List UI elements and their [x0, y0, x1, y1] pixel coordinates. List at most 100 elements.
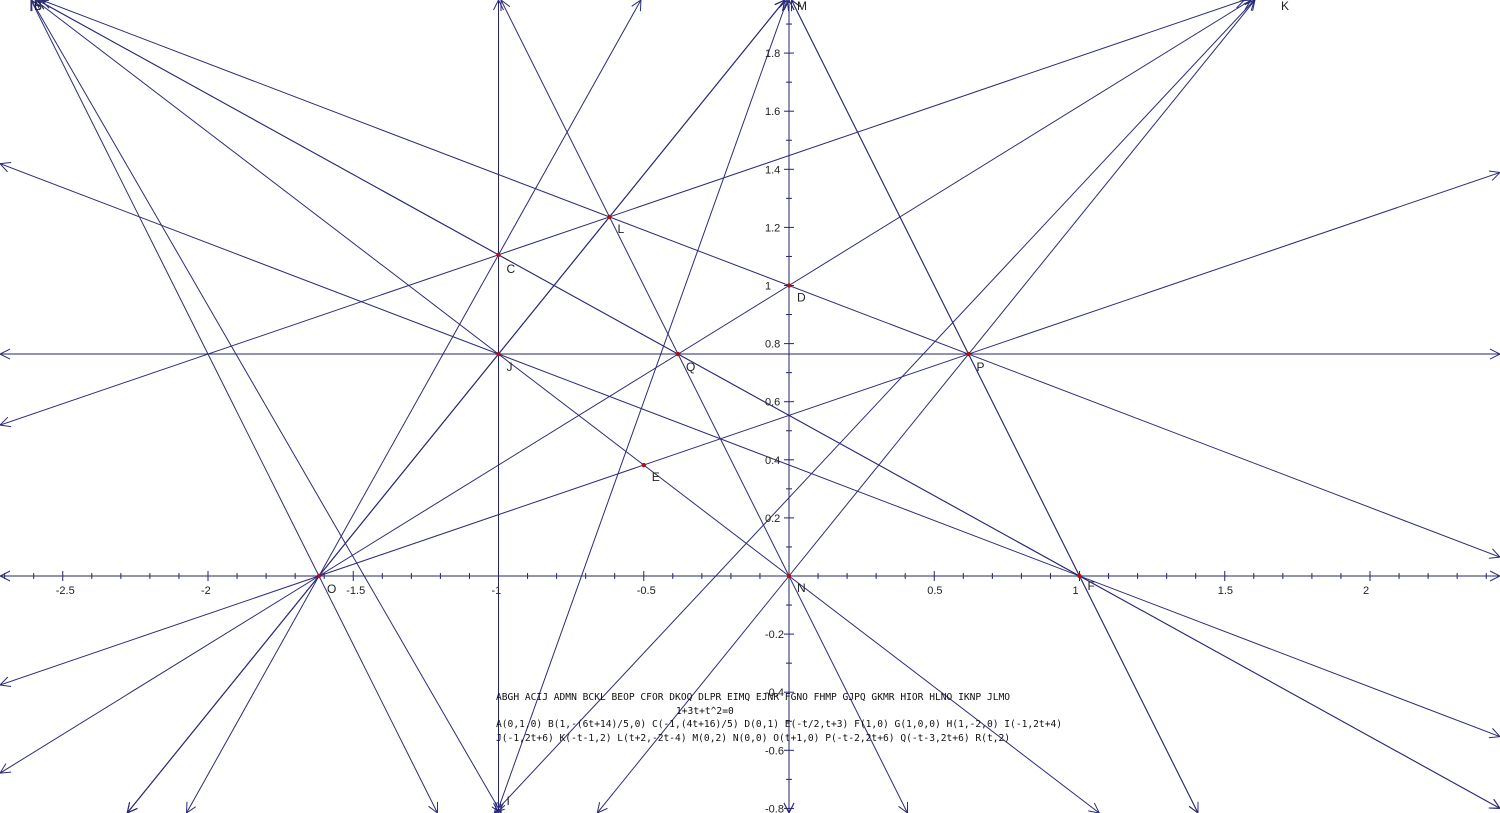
- line-be-arrow-start: [34, 0, 47, 11]
- point-k-label: K: [1281, 0, 1289, 13]
- point-p-label: P: [977, 360, 985, 374]
- line-nk-arrow-end: [1244, 0, 1256, 12]
- line-od: [0, 0, 1252, 774]
- x-tick-label: 1.5: [1218, 585, 1233, 597]
- y-tick-label: 0.8: [765, 339, 780, 351]
- line-op: [0, 171, 1500, 686]
- y-tick-label: -0.8: [765, 803, 784, 813]
- x-tick-label: -1: [492, 585, 502, 597]
- x-axis-arrow-end: [1489, 570, 1500, 582]
- line-bq-2-arrow-end: [1488, 798, 1500, 809]
- line-oc-arrow-end: [631, 0, 642, 12]
- line-jm: [126, 0, 786, 813]
- line-oc: [186, 0, 642, 813]
- line-bi: [30, 0, 502, 813]
- line-be-arrow-end: [1088, 802, 1100, 813]
- line-nk: [596, 0, 1256, 813]
- point-c-label: C: [507, 262, 516, 276]
- line-bi-arrow-start: [30, 0, 41, 12]
- y-tick-label: 1: [765, 281, 771, 293]
- line-jf-arrow-start: [0, 162, 12, 173]
- y-axis-arrow-end: [783, 802, 795, 813]
- line-bo-arrow-end: [428, 801, 438, 813]
- vertical-line-ci-arrow-end: [493, 802, 504, 813]
- point-n-marker: [786, 573, 792, 579]
- point-b-label: B: [34, 0, 42, 13]
- y-axis-arrow-start: [783, 0, 795, 11]
- line-im-arrow-end: [778, 0, 790, 12]
- x-axis-arrow-start: [0, 570, 11, 582]
- line-oc-arrow-start: [185, 801, 197, 813]
- line-od-arrow-start: [0, 763, 12, 774]
- line-ik-arrow-start: [493, 802, 505, 813]
- y-tick-label: 0.2: [765, 513, 780, 525]
- point-l-marker: [607, 214, 612, 220]
- line-pf-arrow-start: [791, 0, 801, 12]
- line-bo-arrow-start: [30, 0, 41, 12]
- line-jm-arrow-start: [126, 801, 138, 813]
- x-tick-label: -0.5: [637, 585, 656, 597]
- line-pf-arrow-end: [1188, 801, 1199, 813]
- y-tick-label: 1.8: [765, 48, 780, 60]
- horizontal-line-jp-arrow-start: [0, 348, 11, 360]
- point-j-marker: [496, 351, 501, 357]
- line-bq-2: [37, 0, 1500, 809]
- line-nl: [500, 0, 908, 813]
- point-d-marker: [786, 283, 792, 288]
- line-ik: [493, 0, 1255, 813]
- caption-line-equation: 1+3t+t^2=0: [676, 706, 734, 717]
- line-bl-arrow-end: [1488, 548, 1500, 559]
- point-d-label: D: [797, 291, 806, 305]
- line-nl-arrow-start: [898, 801, 908, 813]
- point-q-label: Q: [686, 360, 695, 374]
- y-tick-label: 0.4: [765, 455, 780, 467]
- horizontal-line-jp-arrow-end: [1489, 348, 1500, 360]
- line-be: [34, 0, 1100, 813]
- point-o-marker: [316, 573, 322, 579]
- configuration-caption: ABGH ACIJ ADMN BCKL BEOP CFOR DKOQ DLPR …: [496, 692, 1062, 744]
- line-jf-arrow-end: [1488, 728, 1500, 739]
- point-p-marker: [966, 351, 971, 357]
- caption-line-incidences: ABGH ACIJ ADMN BCKL BEOP CFOR DKOQ DLPR …: [496, 692, 1010, 703]
- line-bo: [30, 0, 438, 813]
- line-bq-2-arrow-start: [36, 0, 49, 10]
- x-tick-label: -2.5: [56, 585, 75, 597]
- point-c-marker: [496, 252, 501, 258]
- line-jf: [0, 163, 1500, 738]
- point-n-label: N: [797, 581, 806, 595]
- x-tick-label: 1: [1073, 585, 1079, 597]
- point-e-marker: [641, 462, 646, 468]
- line-ck: [0, 0, 1245, 426]
- point-e-label: E: [652, 470, 660, 484]
- line-ck-arrow-start: [0, 416, 12, 428]
- x-tick-label: 0.5: [927, 585, 942, 597]
- line-ck-arrow-end: [1236, 0, 1246, 9]
- x-tick-label: -1.5: [346, 585, 365, 597]
- point-l-label: L: [617, 222, 624, 236]
- y-tick-label: 0.6: [765, 397, 780, 409]
- point-f-marker: [1077, 573, 1082, 579]
- line-ik-arrow-end: [1243, 0, 1255, 11]
- point-o-label: O: [327, 582, 336, 596]
- y-tick-label: -0.6: [765, 745, 784, 757]
- line-op-arrow-start: [0, 676, 12, 687]
- y-tick-label: -0.4: [765, 687, 784, 699]
- y-tick-label: 1.2: [765, 222, 780, 234]
- line-nl-arrow-end: [500, 0, 511, 12]
- point-j-label: J: [507, 360, 513, 374]
- point-f-label: F: [1088, 579, 1095, 593]
- x-tick-label: 2: [1363, 585, 1369, 597]
- caption-line-coordinates-2: J(-1,2t+6) K(-t-1,2) L(t+2,-2t-4) M(0,2)…: [496, 733, 1010, 744]
- y-tick-label: 1.4: [765, 164, 780, 176]
- line-pf: [791, 0, 1199, 813]
- vertical-line-ci-arrow-start: [493, 0, 504, 11]
- x-tick-label: -2: [201, 585, 211, 597]
- line-op-arrow-end: [1488, 170, 1500, 181]
- point-i-label: I: [507, 794, 510, 808]
- line-jm-arrow-end: [774, 0, 786, 12]
